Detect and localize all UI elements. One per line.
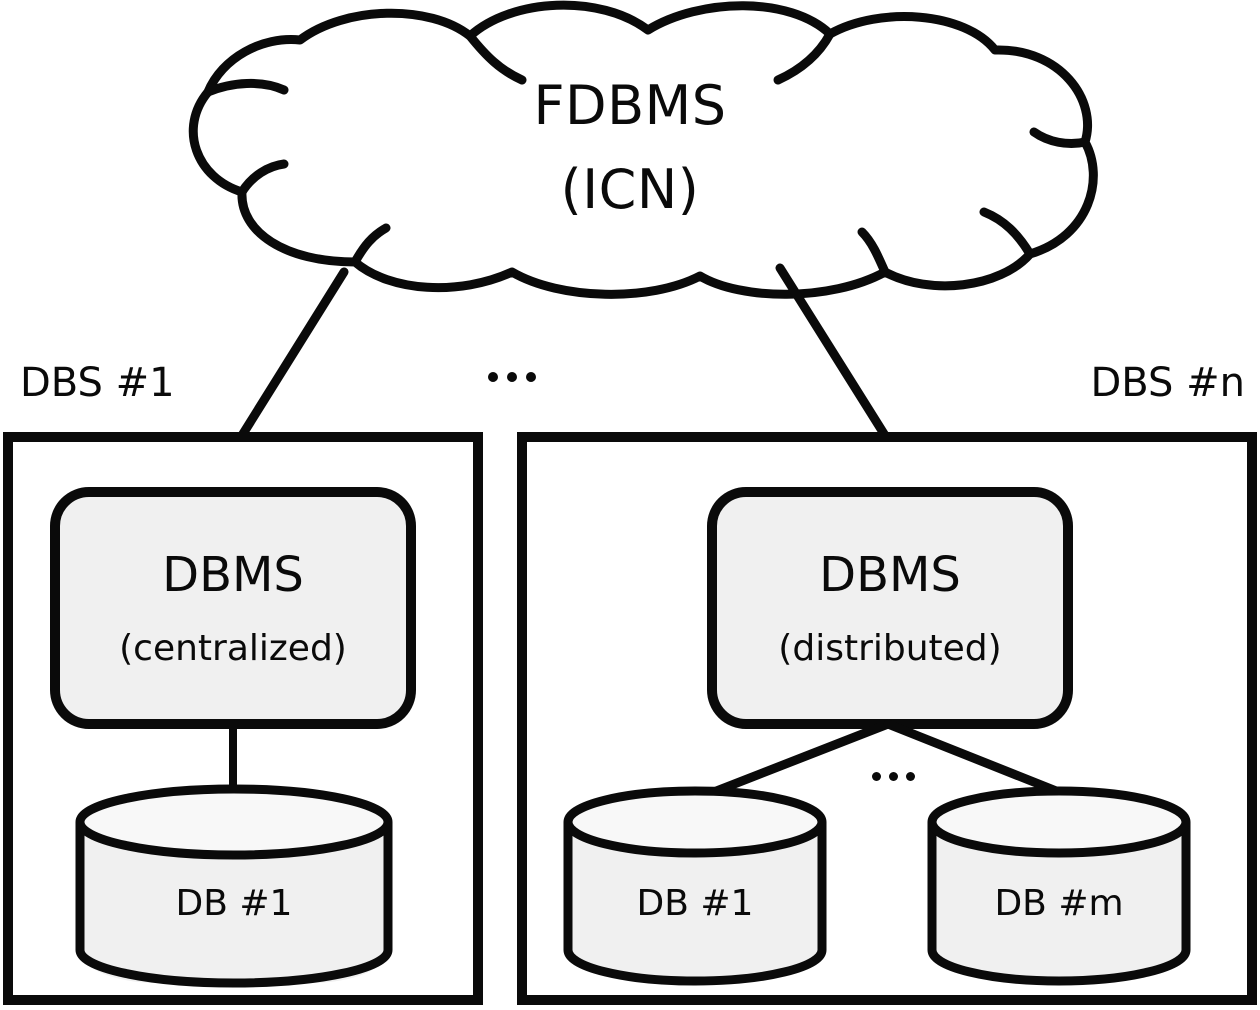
db-cylinder-right — [927, 786, 1191, 986]
between-db-ellipsis-icon — [872, 772, 915, 781]
connector-cloud-to-dbs1 — [236, 267, 349, 442]
db-cylinder-left — [75, 784, 393, 988]
db-cylinder-mid — [563, 786, 827, 986]
fdbms-cloud-shape — [188, 0, 1098, 299]
connector-cloud-to-dbsn — [775, 263, 891, 442]
dbms-distributed-shape — [707, 487, 1073, 729]
between-dbs-ellipsis-icon — [488, 372, 536, 382]
dbms-centralized-shape — [50, 487, 416, 729]
